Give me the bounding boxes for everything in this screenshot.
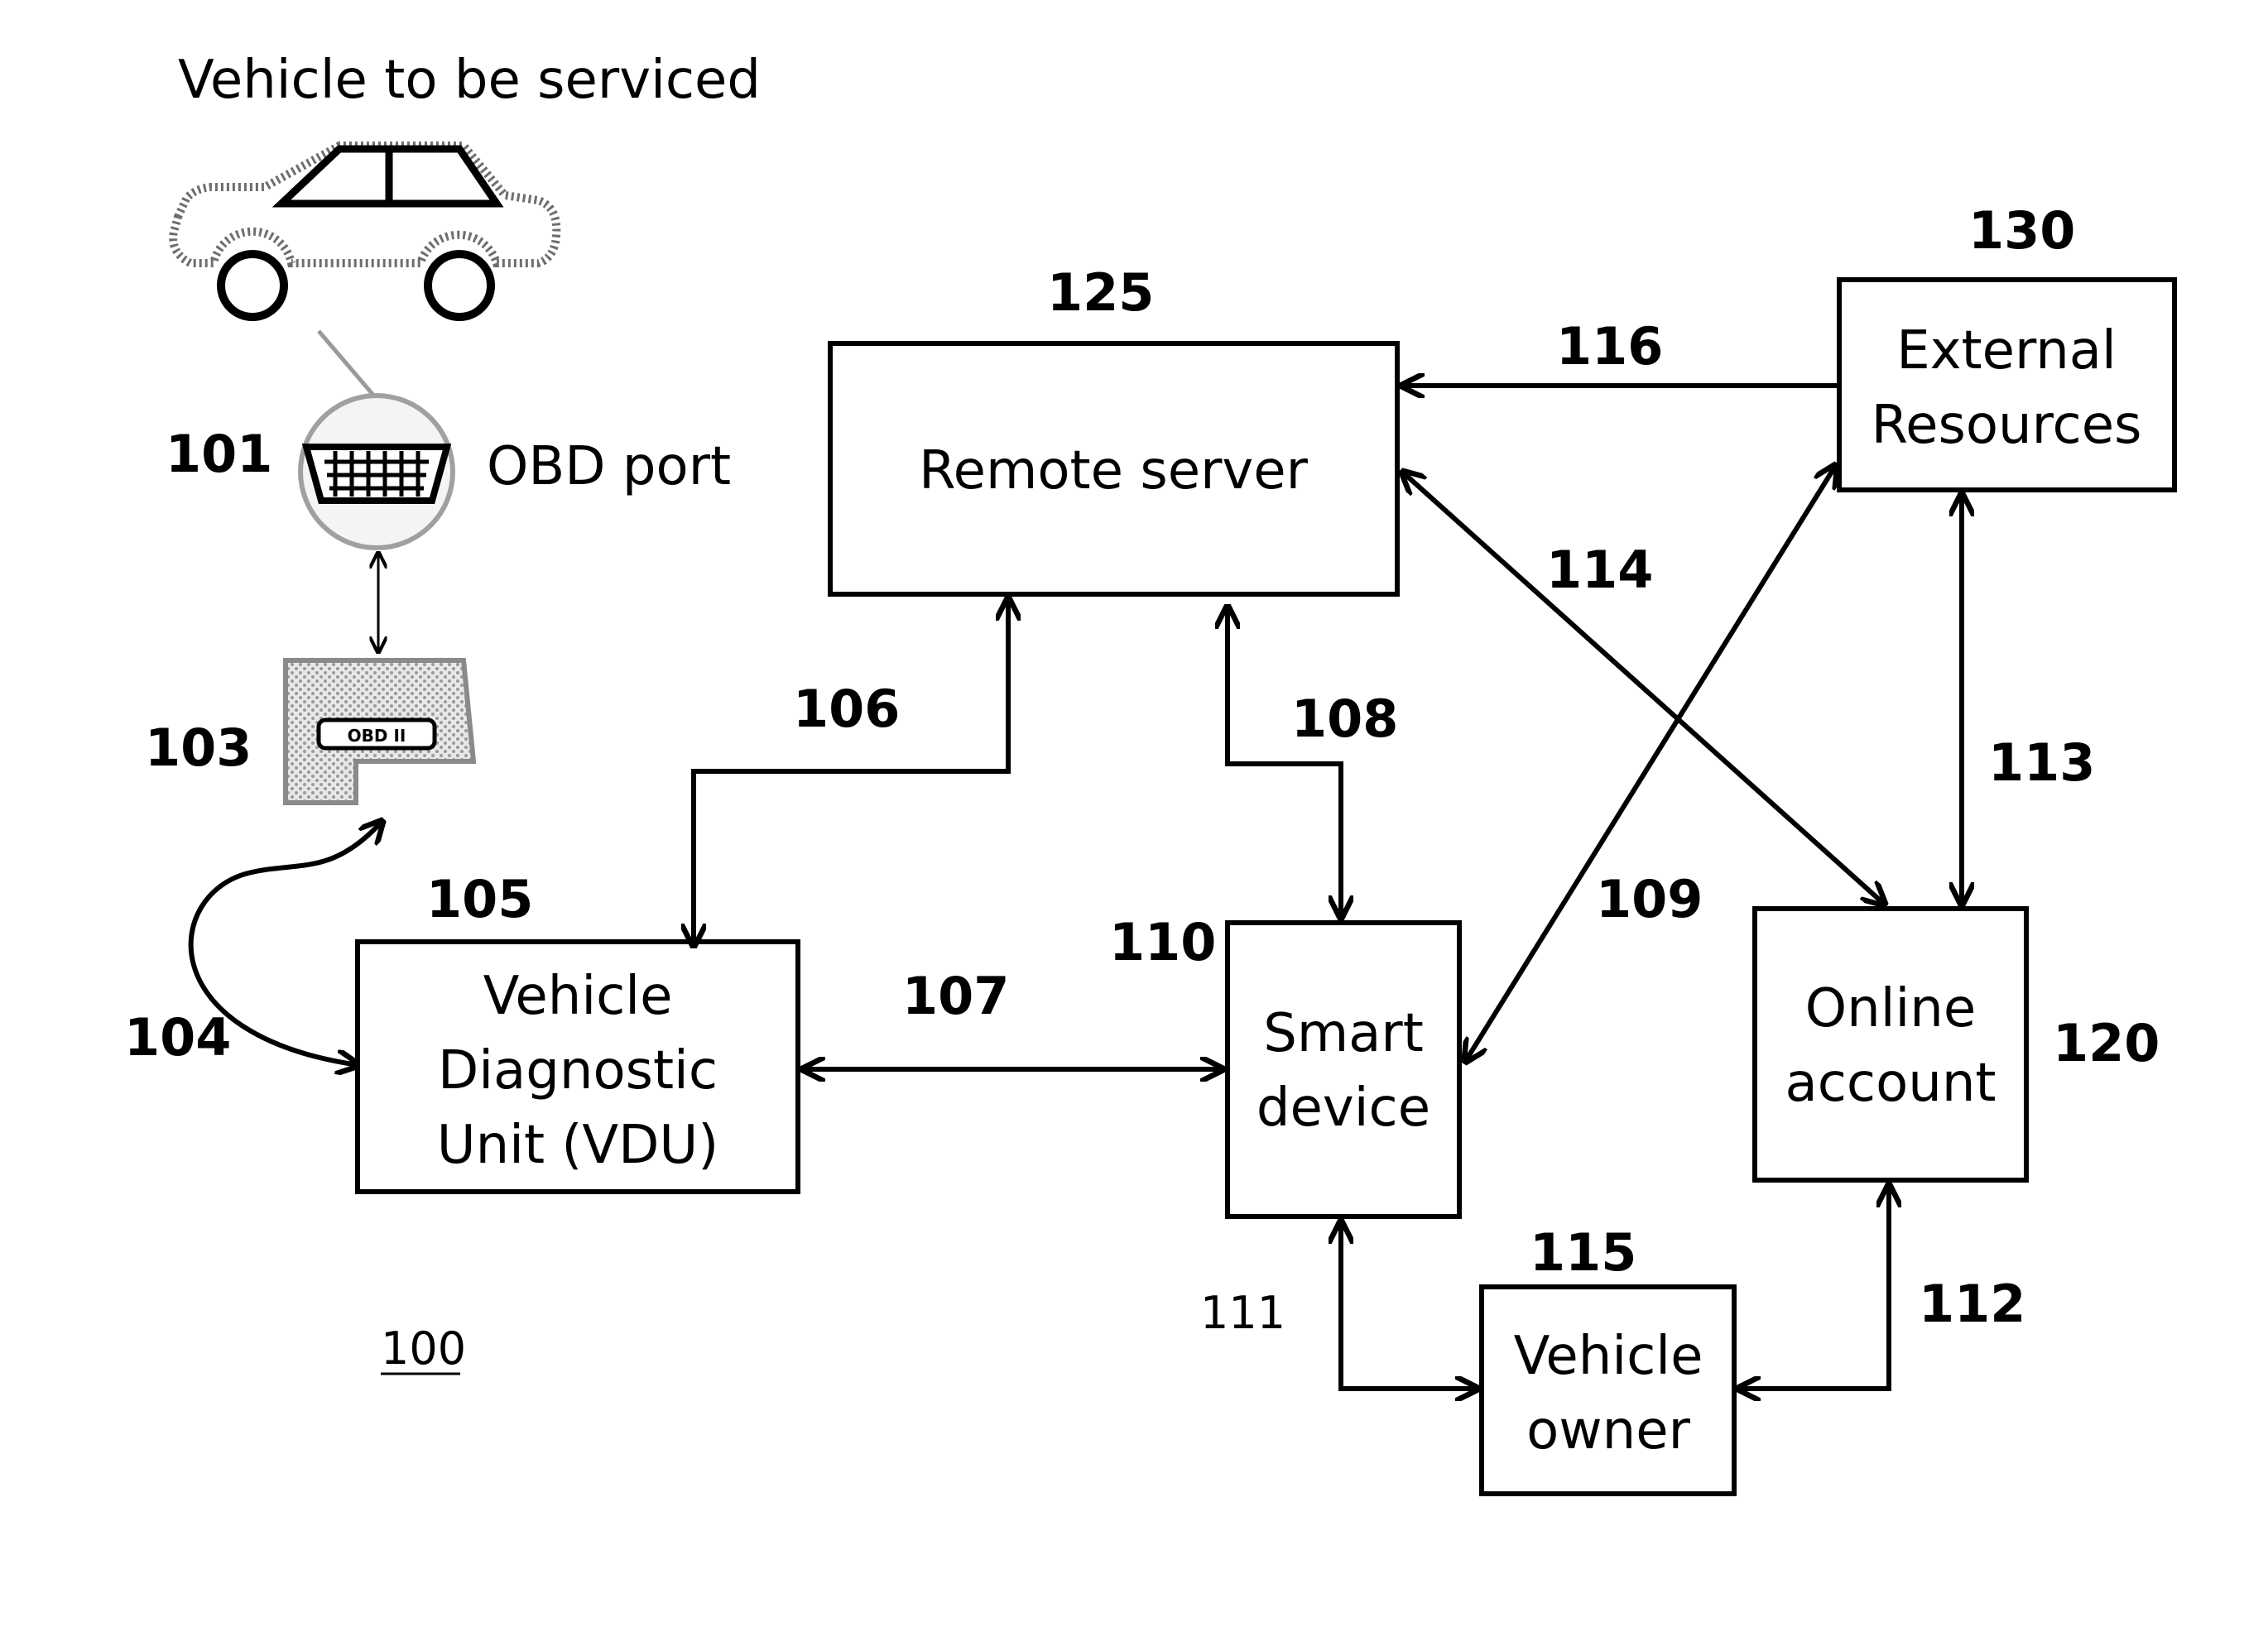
link-108 bbox=[1228, 607, 1341, 918]
car-icon bbox=[173, 146, 556, 317]
remote-server-label: Remote server bbox=[919, 440, 1309, 502]
obd-port-ref: 101 bbox=[166, 424, 272, 484]
vehicle-title: Vehicle to be serviced bbox=[178, 50, 761, 111]
link-107-label: 107 bbox=[902, 966, 1009, 1026]
link-109-label: 109 bbox=[1596, 869, 1703, 929]
vehicle-owner-box bbox=[1482, 1287, 1734, 1494]
vehicle-owner-label-2: owner bbox=[1526, 1400, 1690, 1461]
figure-number: 100 bbox=[381, 1322, 466, 1375]
vdu-label-3: Unit (VDU) bbox=[437, 1115, 718, 1176]
link-114 bbox=[1402, 472, 1885, 905]
link-116-label: 116 bbox=[1556, 316, 1663, 377]
smart-device-label-1: Smart bbox=[1263, 1003, 1424, 1064]
vdu-ref: 105 bbox=[426, 869, 533, 929]
external-resources-box bbox=[1839, 280, 2174, 490]
link-114-label: 114 bbox=[1546, 540, 1653, 600]
smart-device-label-2: device bbox=[1257, 1077, 1430, 1139]
online-account-label-1: Online bbox=[1805, 978, 1976, 1039]
dongle-ref: 103 bbox=[145, 718, 252, 778]
dongle-text: OBD II bbox=[348, 726, 406, 746]
vdu-label-1: Vehicle bbox=[483, 966, 673, 1027]
obd-port-icon bbox=[300, 331, 453, 548]
link-111-label: 111 bbox=[1200, 1287, 1285, 1339]
online-account-box bbox=[1755, 909, 2026, 1180]
external-resources-label-1: External bbox=[1896, 320, 2117, 382]
external-resources-ref: 130 bbox=[1968, 200, 2075, 261]
remote-server-ref: 125 bbox=[1047, 262, 1154, 323]
online-account-ref: 120 bbox=[2053, 1013, 2160, 1073]
vdu-label-2: Diagnostic bbox=[438, 1040, 718, 1101]
online-account-label-2: account bbox=[1785, 1053, 1997, 1114]
link-112-label: 112 bbox=[1919, 1274, 2025, 1334]
obd-port-label: OBD port bbox=[487, 436, 731, 497]
obd-dongle-icon: OBD II bbox=[286, 660, 473, 803]
link-104-label: 104 bbox=[124, 1007, 231, 1068]
link-106-label: 106 bbox=[793, 679, 900, 739]
vehicle-owner-ref: 115 bbox=[1530, 1222, 1636, 1283]
link-108-label: 108 bbox=[1291, 689, 1398, 749]
link-106 bbox=[694, 598, 1008, 946]
link-112 bbox=[1738, 1185, 1889, 1389]
vehicle-owner-label-1: Vehicle bbox=[1514, 1326, 1703, 1387]
smart-device-ref: 110 bbox=[1109, 912, 1216, 972]
link-113-label: 113 bbox=[1988, 732, 2095, 793]
link-111 bbox=[1341, 1221, 1478, 1389]
external-resources-label-2: Resources bbox=[1872, 395, 2142, 456]
smart-device-box bbox=[1228, 923, 1459, 1217]
